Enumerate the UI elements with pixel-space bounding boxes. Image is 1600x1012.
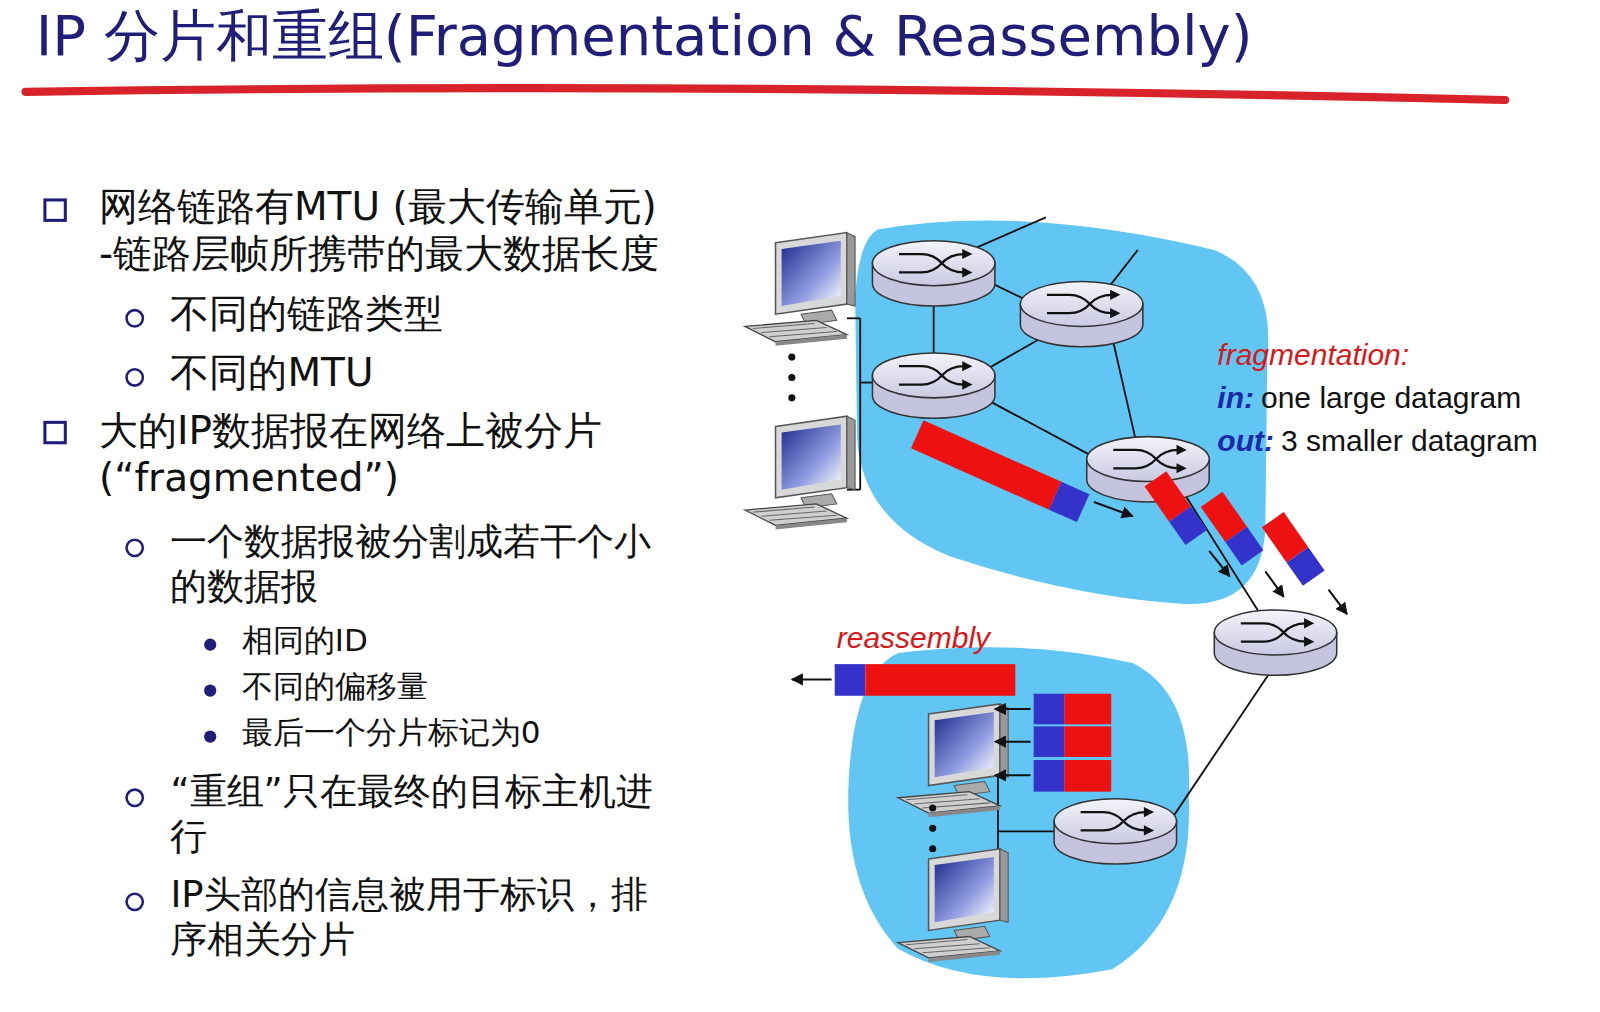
bullet-text: 一个数据报被分割成若干个小的数据报 (170, 520, 658, 609)
fragment-datagram (1262, 512, 1325, 586)
annotation-label: 3 smaller datagram (1281, 423, 1538, 459)
reassembled-datagram (835, 664, 1016, 696)
bullet-text: 相同的ID (242, 622, 368, 659)
fragment-datagram (1145, 471, 1208, 545)
bullet-text: 大的IP数据报在网络上被分片 (“fragmented”) (99, 408, 752, 502)
ellipsis-dots (788, 353, 936, 852)
annotation-label: out: (1217, 423, 1274, 459)
bullet-text: 不同的链路类型 (170, 291, 443, 338)
annotation-label: reassembly (837, 620, 990, 656)
network-region (848, 647, 1189, 978)
annotation-label: in: (1217, 380, 1254, 416)
bullet-text: -链路层帧所携带的最大数据长度 (99, 231, 659, 278)
title-underline (26, 88, 1506, 100)
bullet-text: “重组”只在最终的目标主机进行 (170, 770, 658, 859)
flow-arrows (792, 502, 1347, 775)
bullet-text: 不同的MTU (170, 350, 373, 397)
large-datagram (911, 420, 1089, 522)
bullet-text: 网络链路有MTU (最大传输单元) (99, 184, 657, 231)
slide-title: IP 分片和重组(Fragmentation & Reassembly) (36, 2, 1253, 69)
bullet-text: 不同的偏移量 (242, 668, 428, 705)
bullet-text: 最后一个分片标记为0 (242, 714, 541, 751)
links (847, 217, 1278, 918)
bullet-text: IP头部的信息被用于标识，排序相关分片 (170, 873, 658, 962)
annotation-label: fragmentation: (1217, 337, 1409, 373)
network-region (855, 220, 1268, 604)
received-fragments (1034, 694, 1112, 792)
fragment-datagram (1201, 492, 1264, 566)
annotation-label: one large datagram (1261, 380, 1521, 416)
